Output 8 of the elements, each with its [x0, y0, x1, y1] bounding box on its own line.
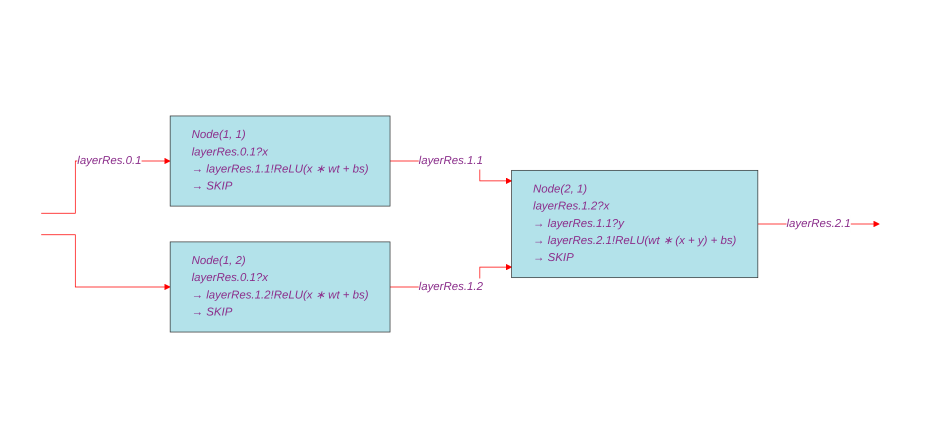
node-box: Node(1, 2) layerRes.0.1?x → layerRes.1.2!ReLU(x ∗ wt + bs) → SKIP [170, 242, 390, 332]
node-box: Node(2, 1) layerRes.1.2?x → layerRes.1.1?y → layerRes.2.1!ReLU(wt ∗ (x + y) + bs) → SKIP [511, 170, 758, 278]
edge-label: layerRes.1.2 [418, 280, 483, 293]
arrow [40, 234, 170, 290]
edge-label: layerRes.2.1 [786, 218, 851, 230]
edge-label: layerRes.1.1 [418, 154, 483, 167]
node-box: Node(1, 1) layerRes.0.1?x → layerRes.1.1!ReLU(x ∗ wt + bs) → SKIP [170, 116, 390, 206]
edge-label: layerRes.0.1 [77, 154, 142, 167]
